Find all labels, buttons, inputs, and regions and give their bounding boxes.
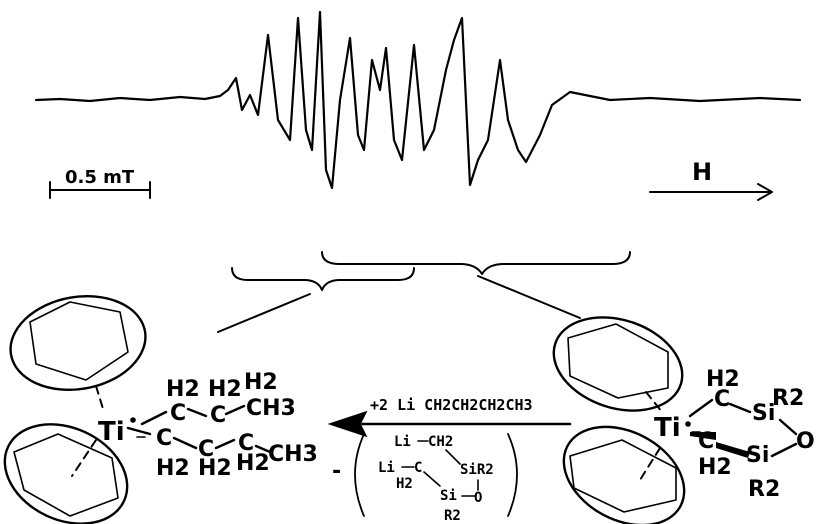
right-c-top: C — [714, 387, 730, 412]
left-lower-c4: CH3 — [268, 442, 318, 467]
left-lower-c1: C — [156, 426, 172, 451]
right-h2-bottom: H2 — [698, 455, 732, 480]
left-lower-c3: C — [238, 431, 254, 456]
reagent-label: +2 Li CH2CH2CH2CH3 — [370, 396, 533, 414]
left-lower-h2: H2 — [198, 456, 232, 481]
cp-ring-lower-left — [3, 423, 129, 524]
byproduct-o: O — [474, 490, 482, 506]
right-o: O — [796, 429, 815, 454]
byproduct-sir2: SiR2 — [460, 462, 494, 478]
cp-ring-upper-left — [9, 294, 147, 413]
right-c-bottom: C — [698, 429, 714, 454]
left-ti-label: Ti — [98, 417, 125, 447]
left-upper-c1: C — [170, 401, 186, 426]
byproduct-li1: Li — [394, 434, 411, 450]
byproduct-c: C — [414, 460, 422, 476]
left-upper-h3: H2 — [244, 370, 278, 395]
connector-left — [217, 293, 311, 333]
right-h2-top: H2 — [706, 367, 740, 392]
left-upper-c2: C — [210, 403, 226, 428]
cp-ring-upper-right — [552, 316, 684, 413]
field-arrow: H — [649, 158, 773, 201]
brace-right — [321, 251, 631, 275]
left-upper-h2: H2 — [208, 377, 242, 402]
byproduct: - Li CH2 SiR2 Li C H2 Si O R2 — [332, 433, 518, 524]
left-upper-h1: H2 — [166, 377, 200, 402]
byproduct-h2: H2 — [396, 476, 413, 492]
scale-bar-label: 0.5 mT — [65, 167, 135, 188]
brace-left — [231, 267, 415, 291]
field-label: H — [692, 158, 712, 186]
cp-ring-lower-right — [562, 425, 686, 524]
right-r2-top: R2 — [772, 386, 804, 411]
radical-dot-right — [685, 421, 691, 427]
left-lower-h3: H2 — [236, 451, 270, 476]
byproduct-li2: Li — [378, 460, 395, 476]
radical-dot-left — [130, 417, 136, 423]
minus-sign: - — [332, 459, 341, 484]
left-lower-h1: H2 — [156, 456, 190, 481]
scale-bar: 0.5 mT — [49, 167, 151, 199]
right-si-top: Si — [752, 401, 775, 426]
left-upper-c3: CH3 — [246, 396, 296, 421]
byproduct-r2: R2 — [444, 508, 461, 524]
right-ti-label: Ti — [654, 413, 681, 443]
reaction-arrow — [327, 410, 572, 438]
epr-spectrum-trace — [34, 10, 802, 190]
right-si-bottom: Si — [746, 443, 769, 468]
left-lower-c2: C — [198, 437, 214, 462]
right-r2-bottom: R2 — [748, 477, 780, 502]
byproduct-ch2: CH2 — [428, 434, 453, 450]
byproduct-si: Si — [440, 488, 457, 504]
connector-right — [477, 275, 581, 319]
